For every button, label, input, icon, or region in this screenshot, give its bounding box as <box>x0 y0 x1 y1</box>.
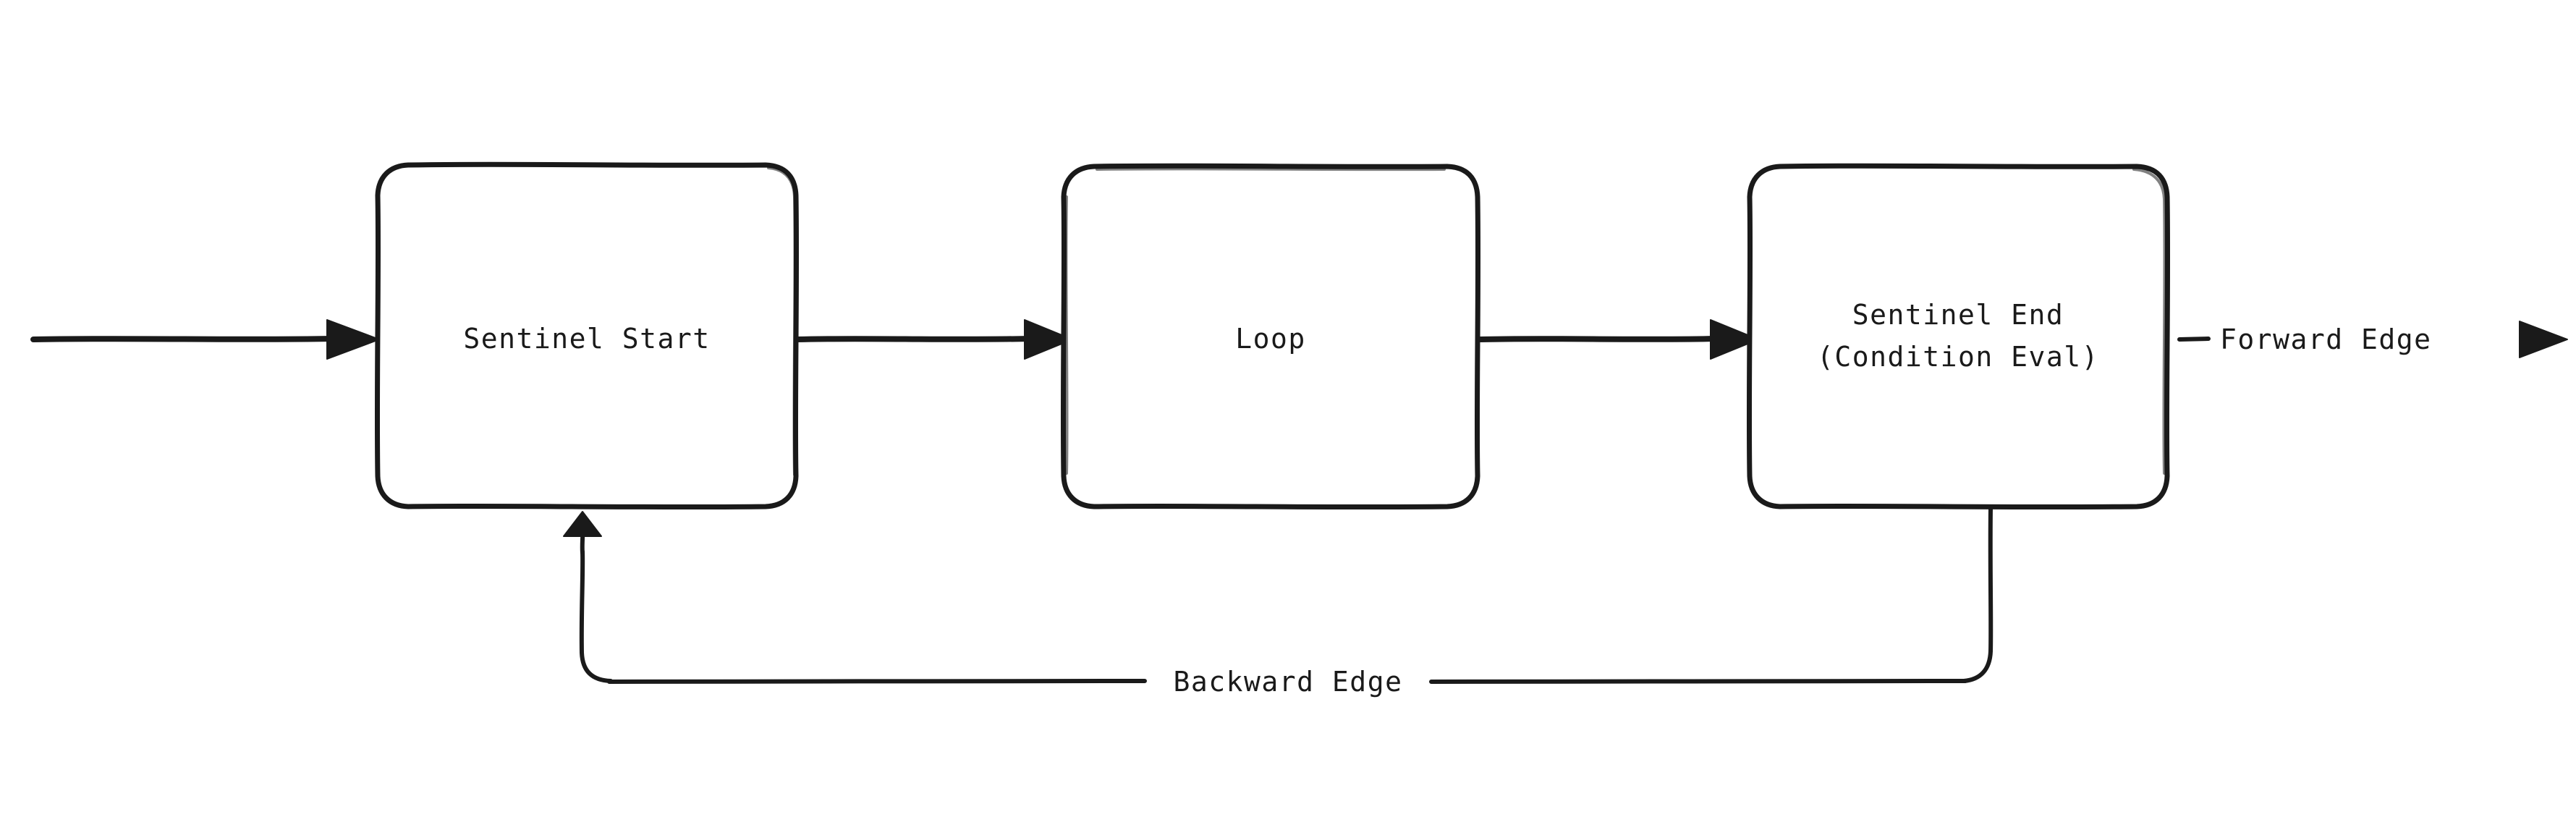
sentinel-end-box-sketch-overlay <box>2132 168 2166 475</box>
loop-to-end-arrowhead <box>1710 319 1759 360</box>
backward-edge-label: Backward Edge <box>1174 666 1403 698</box>
edge-backward-edge: Backward Edge <box>563 507 1994 698</box>
backward-edge-arrowhead <box>563 511 602 537</box>
backward-edge-horizontal-right <box>1429 679 1967 684</box>
start-to-loop-arrowhead <box>1024 319 1073 360</box>
sentinel-end-label-line2: (Condition Eval) <box>1817 341 2099 373</box>
loop-label: Loop <box>1235 323 1306 355</box>
sentinel-start-box <box>374 161 800 510</box>
sentinel-end-label-line1: Sentinel End <box>1852 299 2064 331</box>
loop-box-sketch-overlay <box>1064 167 1446 475</box>
node-sentinel-end[interactable]: Sentinel End (Condition Eval) <box>1746 163 2171 510</box>
forward-edge-label: Forward Edge <box>2220 323 2432 355</box>
edge-forward-edge: Forward Edge <box>2177 321 2568 358</box>
sentinel-end-box <box>1746 163 2171 510</box>
sentinel-start-box-sketch-overlay <box>767 166 797 476</box>
backward-edge-right-segment <box>1962 507 1994 683</box>
entry-edge-arrowhead <box>326 319 380 360</box>
node-sentinel-start[interactable]: Sentinel Start <box>374 161 800 510</box>
forward-edge-arrowhead <box>2519 321 2568 358</box>
backward-edge-left-corner <box>579 549 613 683</box>
edge-entry-edge <box>30 319 380 360</box>
backward-edge-horizontal-left <box>607 679 1147 684</box>
edge-start-to-loop <box>795 319 1073 360</box>
sentinel-start-label: Sentinel Start <box>463 323 710 355</box>
edge-loop-to-end <box>1478 319 1759 360</box>
loop-box <box>1060 163 1481 510</box>
node-loop[interactable]: Loop <box>1060 163 1481 510</box>
